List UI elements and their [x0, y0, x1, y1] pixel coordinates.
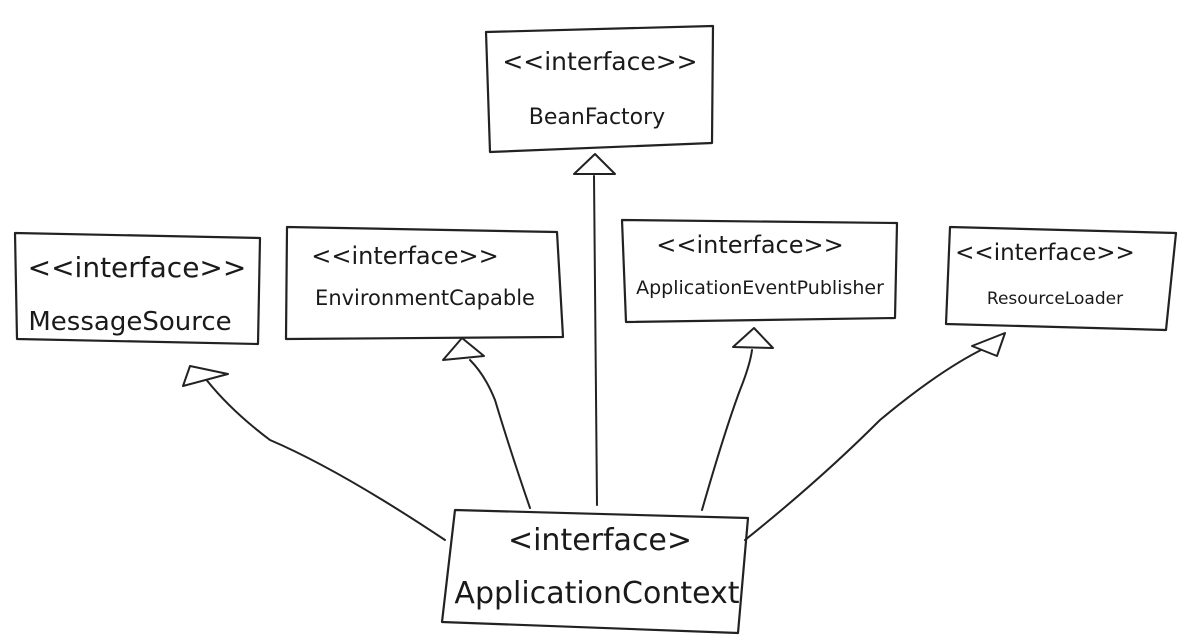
- node-application-context: <interface> ApplicationContext: [440, 508, 750, 635]
- resource-loader-stereotype: <<interface>>: [955, 240, 1135, 266]
- application-context-stereotype: <interface>: [508, 523, 692, 558]
- arrowhead-application-event-publisher: [732, 327, 774, 349]
- application-context-border: [440, 508, 750, 635]
- arrowhead-bean-factory: [573, 153, 616, 175]
- application-context-name: ApplicationContext: [454, 576, 739, 611]
- edge-line-message-source: [204, 377, 446, 541]
- application-event-publisher-name: ApplicationEventPublisher: [636, 277, 884, 299]
- edge-to-environment-capable: [442, 337, 531, 509]
- edge-to-resource-loader: [744, 332, 1006, 541]
- message-source-border: [13, 231, 262, 346]
- node-environment-capable: <<interface>> EnvironmentCapable: [284, 225, 565, 341]
- bean-factory-border: [484, 24, 715, 154]
- node-application-event-publisher: <<interface>> ApplicationEventPublisher: [620, 218, 899, 324]
- arrowhead-environment-capable: [442, 337, 485, 361]
- edge-line-application-event-publisher: [701, 349, 753, 511]
- edge-line-environment-capable: [469, 359, 531, 509]
- edge-line-resource-loader: [744, 347, 986, 541]
- arrowhead-resource-loader: [971, 332, 1006, 357]
- environment-capable-border: [284, 225, 565, 341]
- arrowhead-message-source: [182, 365, 229, 387]
- message-source-name: MessageSource: [28, 307, 231, 337]
- resource-loader-name: ResourceLoader: [987, 289, 1123, 309]
- environment-capable-stereotype: <<interface>>: [311, 242, 498, 270]
- resource-loader-border: [944, 225, 1178, 332]
- edge-to-bean-factory: [573, 153, 616, 506]
- node-resource-loader: <<interface>> ResourceLoader: [944, 225, 1178, 332]
- edge-line-bean-factory: [593, 175, 598, 506]
- node-bean-factory: <<interface>> BeanFactory: [484, 24, 715, 154]
- application-event-publisher-stereotype: <<interface>>: [656, 231, 843, 259]
- bean-factory-name: BeanFactory: [529, 105, 665, 130]
- node-message-source: <<interface>> MessageSource: [13, 231, 262, 346]
- environment-capable-name: EnvironmentCapable: [315, 286, 535, 310]
- bean-factory-stereotype: <<interface>>: [502, 47, 697, 76]
- edge-to-message-source: [182, 365, 446, 541]
- edge-to-application-event-publisher: [701, 327, 774, 511]
- message-source-stereotype: <<interface>>: [28, 251, 247, 284]
- application-event-publisher-border: [620, 218, 899, 324]
